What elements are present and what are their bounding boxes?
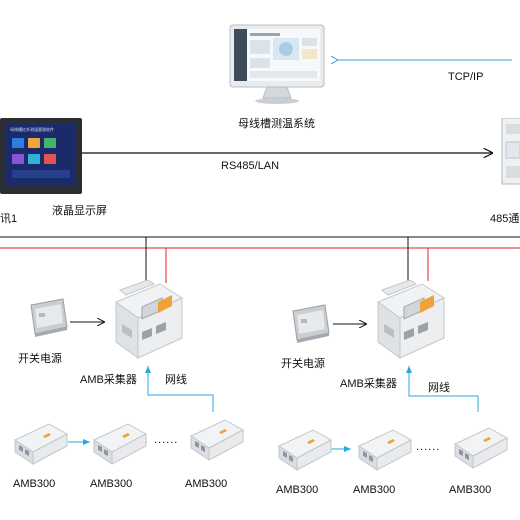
amb300-sensor-icon-1c bbox=[189, 419, 245, 461]
cable-label-2: 网线 bbox=[428, 382, 450, 394]
converter-485-icon bbox=[501, 118, 520, 185]
amb300-sensor-icon-2a bbox=[277, 429, 333, 471]
right-partial-label: 485通 bbox=[490, 213, 520, 225]
tcp-ip-label: TCP/IP bbox=[448, 71, 484, 83]
amb300-sensor-icon-2b bbox=[357, 429, 413, 471]
cable-label-1: 网线 bbox=[165, 374, 187, 386]
sensor-label-1b: AMB300 bbox=[90, 478, 133, 490]
sensor-label-2c: AMB300 bbox=[449, 484, 492, 496]
rs485-lan-label: RS485/LAN bbox=[221, 160, 280, 172]
sensor-label-1a: AMB300 bbox=[13, 478, 56, 490]
continuation-dots-2: ...... bbox=[416, 441, 441, 453]
switching-power-supply-icon-2 bbox=[292, 304, 330, 343]
switching-power-supply-icon bbox=[30, 298, 68, 337]
sensor-label-1c: AMB300 bbox=[185, 478, 228, 490]
amb-collector-icon-1 bbox=[114, 280, 184, 359]
amb-collector-icon-2 bbox=[376, 280, 446, 359]
sensor-label-2a: AMB300 bbox=[276, 484, 319, 496]
lcd-screen-title: 母线槽红外测温管理软件 bbox=[10, 127, 54, 132]
psu-label-2: 开关电源 bbox=[281, 358, 325, 370]
amb300-sensor-icon-2c bbox=[453, 427, 509, 469]
continuation-dots-1: ...... bbox=[154, 434, 179, 446]
lcd-display-label: 液晶显示屏 bbox=[52, 205, 107, 217]
psu-label-1: 开关电源 bbox=[18, 353, 62, 365]
monitor-icon bbox=[229, 24, 325, 104]
sensor-label-2b: AMB300 bbox=[353, 484, 396, 496]
amb300-sensor-icon-1b bbox=[92, 423, 148, 465]
amb300-sensor-icon-1a bbox=[13, 423, 69, 465]
lcd-display-panel: 母线槽红外测温管理软件 bbox=[0, 118, 82, 194]
left-partial-label: 讯1 bbox=[0, 213, 18, 225]
system-label: 母线槽测温系统 bbox=[238, 118, 315, 130]
collector-label-2: AMB采集器 bbox=[340, 378, 397, 390]
collector-label-1: AMB采集器 bbox=[80, 374, 137, 386]
